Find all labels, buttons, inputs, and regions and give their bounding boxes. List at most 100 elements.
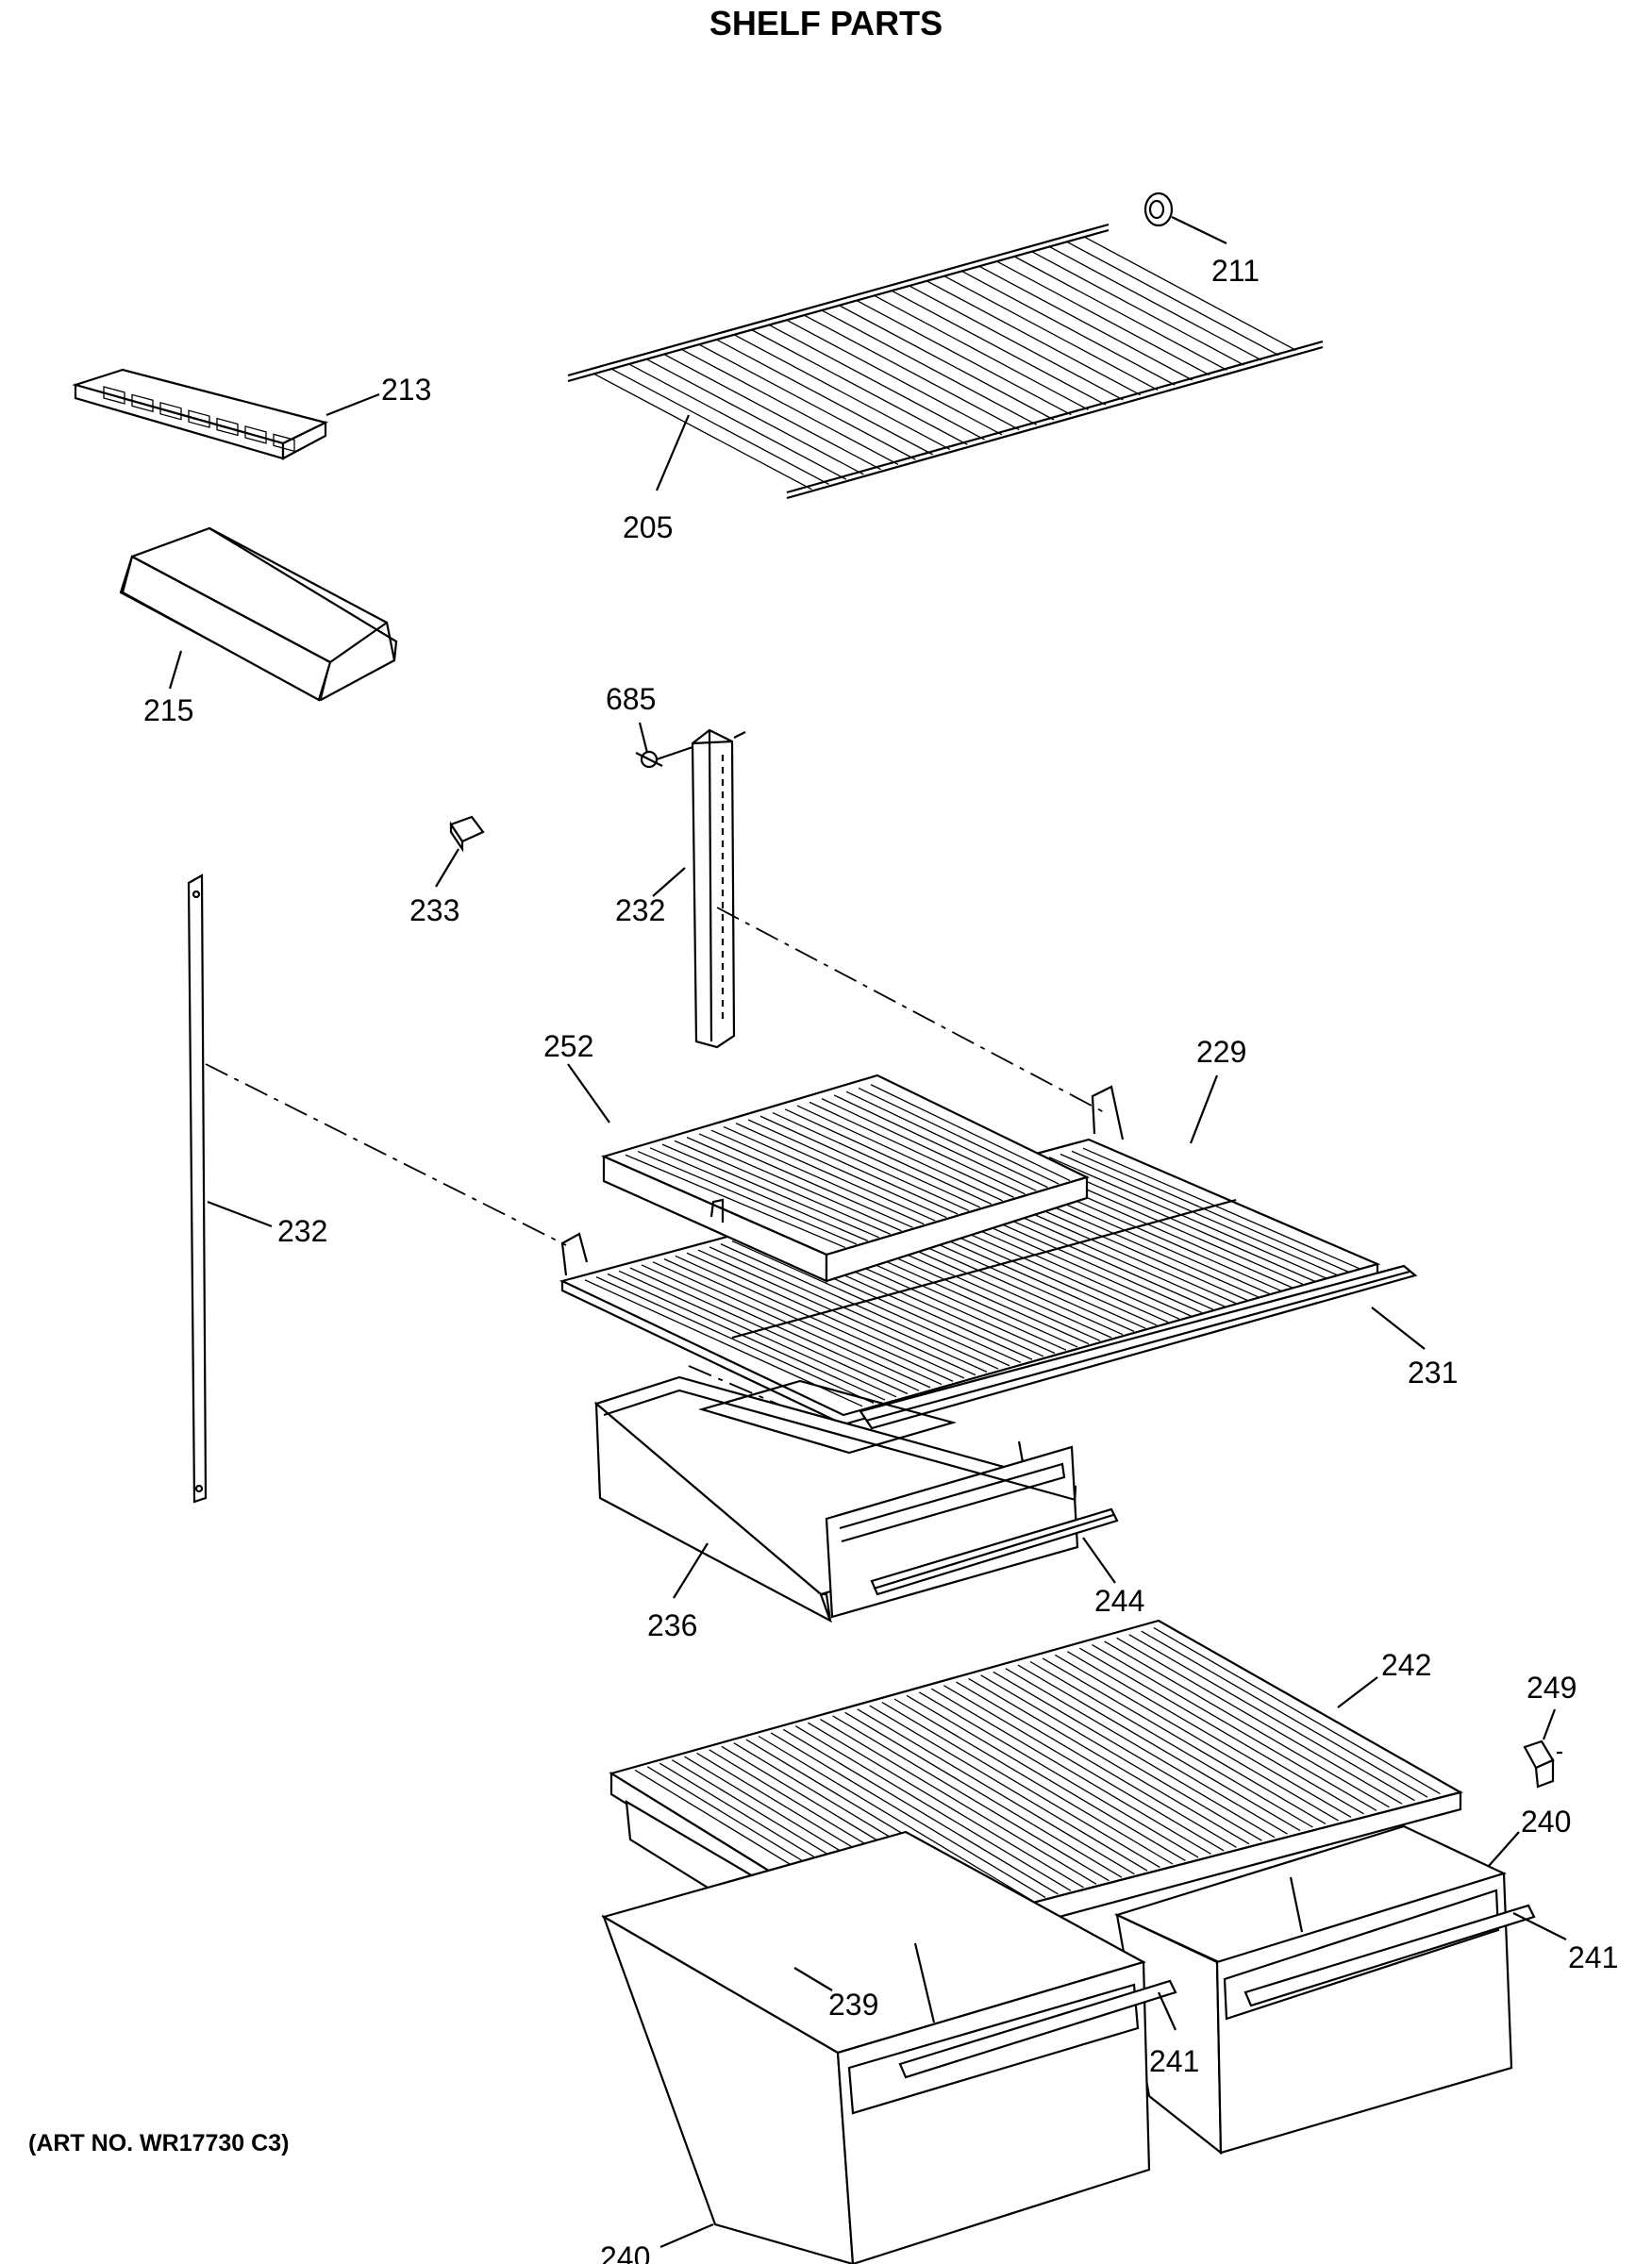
part-number-231: 231 bbox=[1408, 1356, 1458, 1390]
ice-cube-cell bbox=[188, 409, 210, 428]
part-number-239: 239 bbox=[828, 1988, 878, 2022]
hatch-line bbox=[839, 305, 1055, 421]
hatch-line bbox=[874, 295, 1089, 411]
hatch-line bbox=[1116, 1637, 1403, 1805]
hatch-line bbox=[686, 1137, 902, 1232]
hatch-line bbox=[961, 271, 1176, 386]
hatch-line bbox=[1079, 1647, 1364, 1815]
hatch-line bbox=[710, 1129, 925, 1225]
hatch-line bbox=[909, 285, 1124, 401]
alignment-line-right bbox=[716, 907, 1107, 1114]
hatch-line bbox=[930, 1688, 1211, 1855]
hatch-line bbox=[752, 329, 968, 445]
hatch-line bbox=[1084, 236, 1296, 351]
hatch-line bbox=[759, 1115, 970, 1212]
hatch-line bbox=[709, 1246, 988, 1373]
hatch-line bbox=[832, 1715, 1110, 1882]
hatch-line bbox=[652, 1261, 931, 1389]
hatch-line bbox=[996, 260, 1210, 376]
hatch-line bbox=[820, 1718, 1097, 1885]
hatch-line bbox=[674, 1140, 891, 1235]
part-number-232-upright: 232 bbox=[615, 893, 665, 927]
hatch-line bbox=[1048, 1157, 1327, 1279]
hatch-line bbox=[782, 1728, 1059, 1895]
hatch-line bbox=[1153, 1627, 1441, 1795]
ice-cube-cell bbox=[159, 401, 182, 421]
hatch-line bbox=[978, 265, 1193, 381]
hatch-line bbox=[699, 344, 916, 460]
part-215-bin bbox=[119, 526, 398, 702]
alignment-line-left bbox=[205, 1063, 567, 1246]
hatch-line bbox=[943, 1685, 1225, 1852]
hatch-line bbox=[822, 309, 1037, 425]
hatch-line bbox=[1049, 246, 1262, 361]
hatch-line bbox=[772, 1111, 981, 1208]
hatch-line bbox=[1054, 1654, 1339, 1822]
hatch-line bbox=[796, 1105, 1003, 1202]
hatch-line bbox=[881, 1702, 1160, 1869]
hatch-line bbox=[858, 1087, 1060, 1185]
hatch-line bbox=[1005, 1668, 1288, 1835]
hatch-line bbox=[681, 349, 899, 465]
hatch-line bbox=[1066, 241, 1279, 357]
hatch-line bbox=[1031, 251, 1244, 366]
part-231-front-trim bbox=[859, 1264, 1418, 1430]
part-number-215: 215 bbox=[143, 693, 193, 727]
part-232-right-upright bbox=[691, 728, 746, 1049]
hatch-line bbox=[821, 1098, 1026, 1195]
hatch-line bbox=[723, 1125, 936, 1222]
hatch-line bbox=[769, 325, 985, 441]
hatch-line bbox=[663, 1258, 943, 1386]
part-244-drawer-handle bbox=[870, 1507, 1119, 1596]
hatch-line bbox=[731, 1240, 1010, 1367]
hatch-line bbox=[980, 1674, 1262, 1841]
hatch-line bbox=[629, 363, 847, 480]
diagram-title: SHELF PARTS bbox=[709, 4, 943, 42]
hatch-line bbox=[607, 1273, 886, 1401]
part-205-wire-shelf bbox=[567, 223, 1324, 500]
hatch-line bbox=[1082, 1147, 1361, 1270]
hatch-line bbox=[804, 314, 1020, 431]
hatch-line bbox=[770, 1732, 1046, 1899]
part-number-233: 233 bbox=[409, 893, 459, 927]
hatch-line bbox=[1128, 1634, 1415, 1802]
hatch-line bbox=[870, 1084, 1071, 1182]
hatch-line bbox=[675, 1255, 954, 1382]
hatch-line bbox=[698, 1133, 913, 1228]
hatch-line bbox=[686, 1252, 965, 1379]
hatch-line bbox=[926, 280, 1141, 396]
ice-cube-cell bbox=[103, 386, 125, 405]
hatch-line bbox=[892, 290, 1107, 406]
hatch-line bbox=[720, 1243, 999, 1370]
part-211-grommet bbox=[1143, 191, 1174, 227]
hatch-line bbox=[857, 300, 1072, 416]
hatch-line bbox=[833, 1094, 1037, 1191]
part-number-249: 249 bbox=[1527, 1671, 1577, 1705]
part-number-labels: 211 213 205 215 685 233 232 252 229 232 … bbox=[143, 254, 1618, 2264]
hatch-line bbox=[1066, 1651, 1352, 1818]
part-236-drawer bbox=[593, 1375, 1079, 1623]
hatch-line bbox=[1017, 1664, 1301, 1832]
ice-cube-cell bbox=[244, 425, 267, 444]
hatch-line bbox=[1014, 256, 1227, 371]
part-number-229: 229 bbox=[1196, 1035, 1246, 1069]
hatch-line bbox=[808, 1722, 1084, 1889]
hatch-line bbox=[857, 1708, 1135, 1875]
hatch-line bbox=[618, 1270, 897, 1398]
hatch-line bbox=[1029, 1660, 1313, 1828]
part-number-244: 244 bbox=[1094, 1584, 1144, 1618]
hatch-line bbox=[869, 1705, 1148, 1872]
ice-cube-cell bbox=[273, 433, 295, 453]
hatch-line bbox=[918, 1691, 1199, 1858]
part-252-glass-insert bbox=[600, 1074, 1091, 1283]
part-number-252: 252 bbox=[543, 1029, 593, 1063]
hatch-line bbox=[661, 1143, 879, 1239]
part-240-left-crisper bbox=[601, 1830, 1177, 2264]
hatch-line bbox=[747, 1119, 959, 1215]
hatch-line bbox=[845, 1090, 1048, 1189]
part-number-242: 242 bbox=[1381, 1648, 1431, 1682]
ice-cube-cell bbox=[131, 393, 154, 413]
leader-lines bbox=[168, 216, 1567, 2249]
hatch-line bbox=[716, 339, 933, 456]
